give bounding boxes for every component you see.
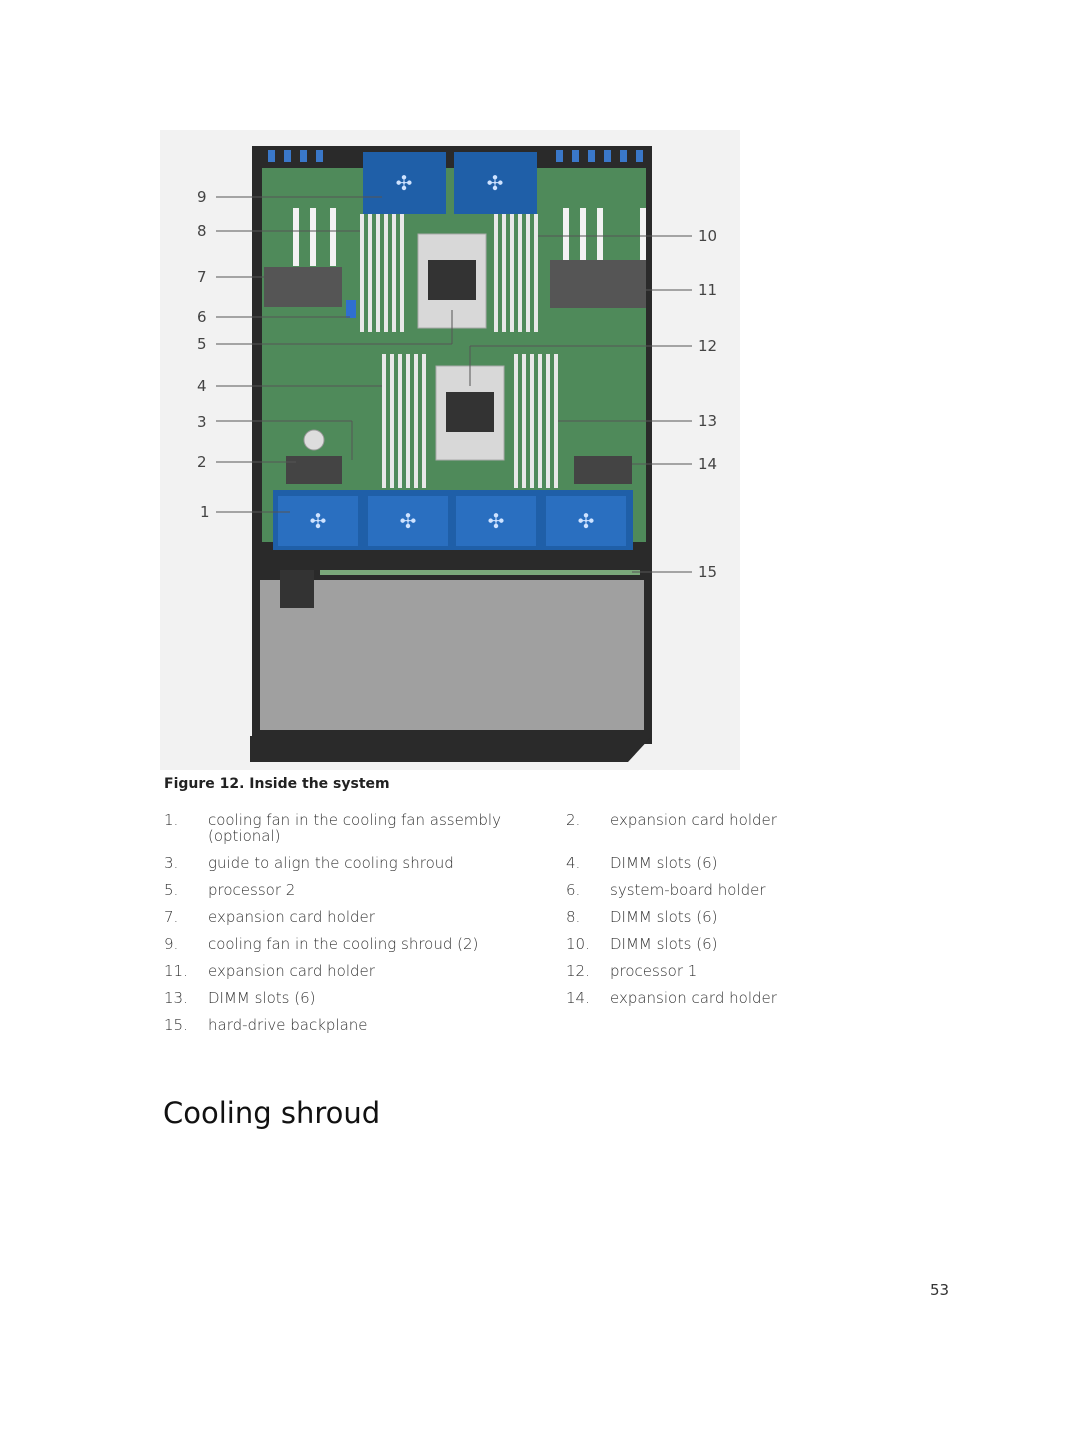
svg-text:✣: ✣ bbox=[396, 171, 413, 195]
legend-number: 1. bbox=[164, 811, 179, 829]
legend-number: 5. bbox=[164, 881, 179, 899]
callout-leaders bbox=[216, 196, 692, 573]
card-holder-lower-left bbox=[286, 456, 342, 484]
legend-number: 15. bbox=[164, 1016, 188, 1034]
legend-text: expansion card holder bbox=[208, 908, 375, 926]
dimm-bank-lower-right bbox=[514, 354, 558, 488]
callout-11: 11 bbox=[698, 281, 717, 299]
legend-row: 3. guide to align the cooling shroud 4. … bbox=[164, 855, 944, 882]
callout-2: 2 bbox=[197, 453, 207, 471]
legend-row: 5. processor 2 6. system-board holder bbox=[164, 882, 944, 909]
legend-row: 15. hard-drive backplane bbox=[164, 1017, 944, 1044]
callout-6: 6 bbox=[197, 308, 207, 326]
legend-number: 3. bbox=[164, 854, 179, 872]
legend-text: DIMM slots (6) bbox=[610, 908, 718, 926]
callout-15: 15 bbox=[698, 563, 717, 581]
legend-text: processor 2 bbox=[208, 881, 296, 899]
callout-10: 10 bbox=[698, 227, 717, 245]
svg-text:✣: ✣ bbox=[487, 171, 504, 195]
system-board bbox=[262, 168, 646, 542]
legend-text: processor 1 bbox=[610, 962, 698, 980]
hard-drive-backplane bbox=[320, 570, 640, 575]
dimm-bank-upper-left bbox=[360, 214, 404, 332]
legend-number: 13. bbox=[164, 989, 188, 1007]
drive-bay bbox=[260, 580, 644, 730]
legend-number: 9. bbox=[164, 935, 179, 953]
callout-numbers: 9 8 7 6 5 4 3 2 1 10 11 12 13 14 15 bbox=[197, 188, 717, 581]
callout-1: 1 bbox=[200, 503, 210, 521]
svg-text:✣: ✣ bbox=[400, 509, 417, 533]
card-holder-right bbox=[550, 260, 646, 308]
top-cooling-fans: ✣ ✣ bbox=[363, 152, 537, 214]
svg-text:✣: ✣ bbox=[488, 509, 505, 533]
callout-13: 13 bbox=[698, 412, 717, 430]
legend-number: 7. bbox=[164, 908, 179, 926]
legend-text: expansion card holder bbox=[610, 989, 777, 1007]
legend-number: 11. bbox=[164, 962, 188, 980]
figure-caption: Figure 12. Inside the system bbox=[164, 776, 390, 792]
callout-9: 9 bbox=[197, 188, 207, 206]
section-title: Cooling shroud bbox=[163, 1096, 381, 1130]
svg-text:✣: ✣ bbox=[578, 509, 595, 533]
legend-row: 11. expansion card holder 12. processor … bbox=[164, 963, 944, 990]
callout-4: 4 bbox=[197, 377, 207, 395]
legend-text: system-board holder bbox=[610, 881, 766, 899]
system-interior-illustration: ✣ ✣ bbox=[160, 130, 740, 770]
legend-number: 14. bbox=[566, 989, 590, 1007]
legend-text: expansion card holder bbox=[208, 962, 375, 980]
expansion-slots-left bbox=[293, 208, 336, 266]
legend-text: expansion card holder bbox=[610, 811, 777, 829]
page-number: 53 bbox=[930, 1281, 950, 1299]
callout-5: 5 bbox=[197, 335, 207, 353]
system-interior-figure: ✣ ✣ bbox=[160, 130, 740, 770]
legend-row: 1. cooling fan in the cooling fan assemb… bbox=[164, 812, 944, 855]
callout-14: 14 bbox=[698, 455, 717, 473]
dimm-bank-upper-right bbox=[494, 214, 538, 332]
legend-text: cooling fan in the cooling shroud (2) bbox=[208, 935, 479, 953]
card-holder-lower-right bbox=[574, 456, 632, 484]
legend-text: DIMM slots (6) bbox=[208, 989, 316, 1007]
coin-battery bbox=[303, 429, 325, 451]
callout-12: 12 bbox=[698, 337, 717, 355]
svg-text:✣: ✣ bbox=[310, 509, 327, 533]
legend-text: guide to align the cooling shroud bbox=[208, 854, 454, 872]
legend-row: 13. DIMM slots (6) 14. expansion card ho… bbox=[164, 990, 944, 1017]
legend-text: DIMM slots (6) bbox=[610, 854, 718, 872]
legend-row: 9. cooling fan in the cooling shroud (2)… bbox=[164, 936, 944, 963]
legend-text: cooling fan in the cooling fan assembly … bbox=[208, 811, 501, 845]
legend-text: DIMM slots (6) bbox=[610, 935, 718, 953]
dimm-bank-lower-left bbox=[382, 354, 426, 488]
legend-number: 10. bbox=[566, 935, 590, 953]
legend-number: 6. bbox=[566, 881, 581, 899]
legend-number: 2. bbox=[566, 811, 581, 829]
rear-connectors bbox=[268, 150, 643, 162]
legend-number: 4. bbox=[566, 854, 581, 872]
figure-legend: 1. cooling fan in the cooling fan assemb… bbox=[164, 812, 944, 1044]
callout-3: 3 bbox=[197, 413, 207, 431]
legend-number: 8. bbox=[566, 908, 581, 926]
fan-assembly: ✣ ✣ ✣ ✣ bbox=[273, 490, 633, 550]
card-holder-left bbox=[264, 267, 342, 307]
callout-7: 7 bbox=[197, 268, 207, 286]
legend-row: 7. expansion card holder 8. DIMM slots (… bbox=[164, 909, 944, 936]
callout-8: 8 bbox=[197, 222, 207, 240]
expansion-slots-right bbox=[563, 208, 646, 266]
legend-text: hard-drive backplane bbox=[208, 1016, 368, 1034]
legend-number: 12. bbox=[566, 962, 590, 980]
